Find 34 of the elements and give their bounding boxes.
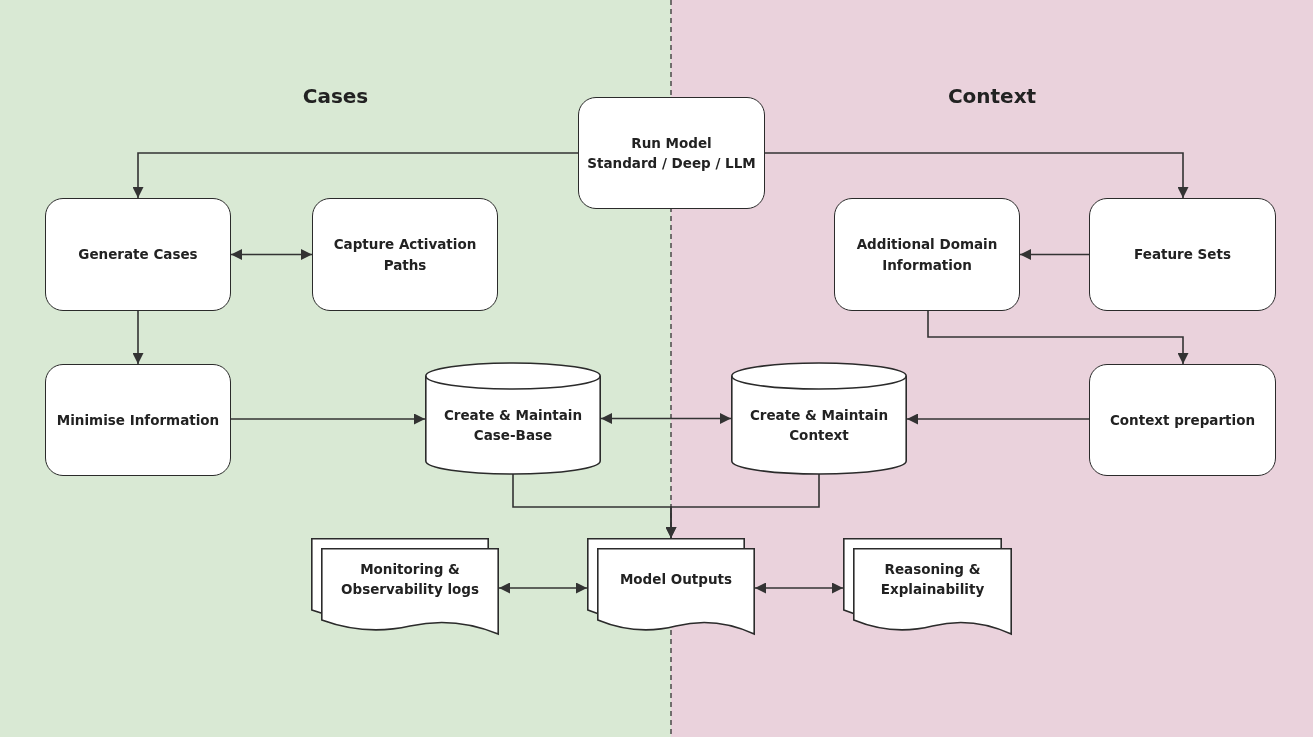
process-box xyxy=(834,198,1020,311)
node-label: Create & Maintain Case-Base xyxy=(442,405,584,445)
arrow xyxy=(132,310,144,365)
arrow xyxy=(665,473,820,539)
process-box xyxy=(578,97,765,209)
arrow xyxy=(498,582,588,594)
arrow xyxy=(600,413,732,424)
process-box xyxy=(312,198,498,311)
arrow xyxy=(1019,249,1090,260)
node-label: Context prepartion xyxy=(1109,410,1256,430)
arrow xyxy=(132,152,579,199)
process-box xyxy=(45,198,231,311)
section-heading: Context xyxy=(947,84,1037,108)
node-label: Model Outputs xyxy=(619,569,733,589)
arrow xyxy=(764,152,1189,199)
node-label: Generate Cases xyxy=(78,245,198,265)
node-label: Monitoring & Observability logs xyxy=(340,559,480,599)
node-label: Additional Domain Information xyxy=(855,235,999,275)
arrow xyxy=(927,310,1189,365)
arrow xyxy=(754,582,844,594)
process-box xyxy=(1089,198,1276,311)
node-label: Run Model xyxy=(631,133,712,153)
node-label: Create & Maintain Context xyxy=(748,405,890,445)
arrow xyxy=(906,413,1090,425)
node-label: Feature Sets xyxy=(1134,245,1231,265)
process-box xyxy=(1089,364,1276,476)
arrow xyxy=(230,413,426,425)
process-box xyxy=(45,364,231,476)
arrow xyxy=(230,249,313,260)
node-label: Minimise Information xyxy=(56,410,220,430)
node-label: Standard / Deep / LLM xyxy=(587,154,756,173)
section-heading: Cases xyxy=(302,84,369,108)
node-label: Capture Activation Paths xyxy=(332,235,478,275)
node-label: Reasoning & Explainability xyxy=(879,559,986,599)
